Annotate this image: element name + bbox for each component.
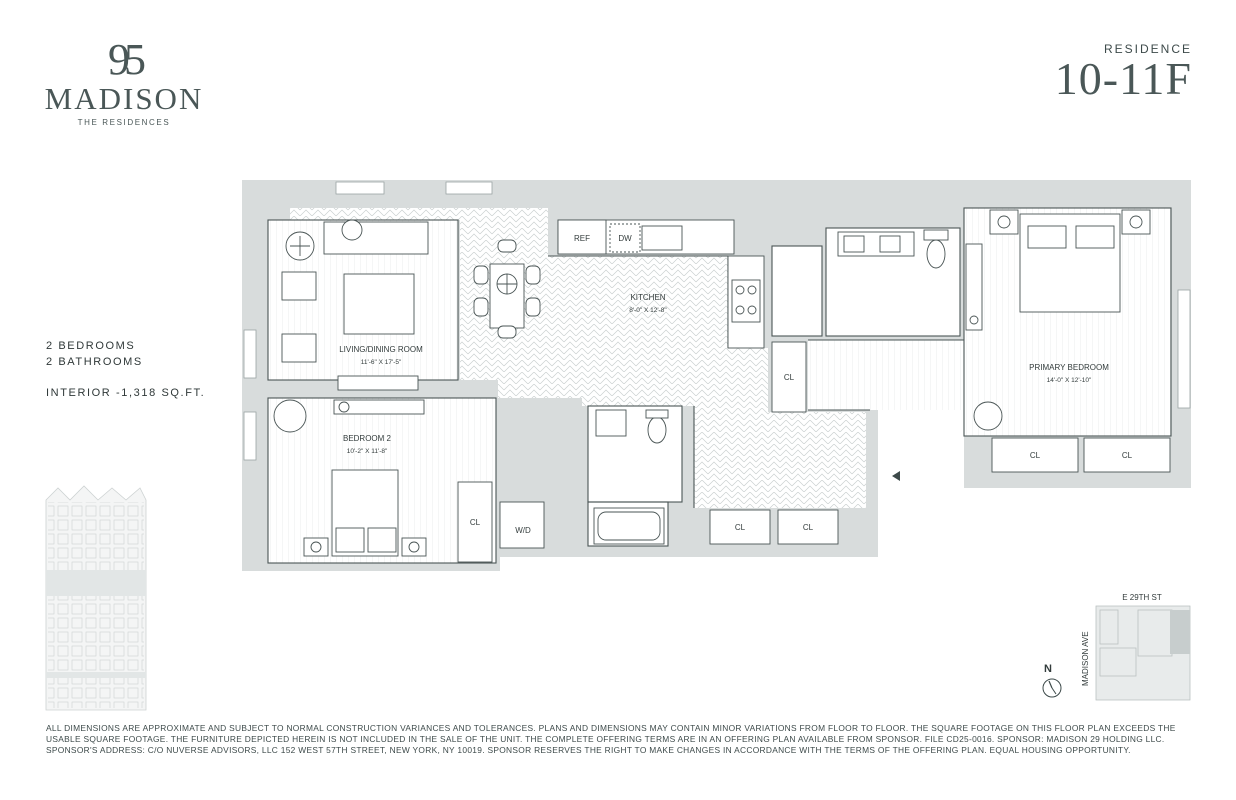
bedroom-2-dims: 10'-2" X 11'-8" — [347, 448, 388, 455]
kitchen-dims: 8'-0" X 12'-8" — [629, 307, 667, 314]
unit-specs: 2 BEDROOMS 2 BATHROOMS INTERIOR -1,318 S… — [46, 338, 205, 401]
floor-plan: LIVING/DINING ROOM 11'-6" X 17'-5" KITCH… — [45, 180, 1191, 711]
dw-label: DW — [618, 234, 632, 243]
closet-label-corridor-2: CL — [803, 523, 814, 532]
bath-fixtures — [499, 229, 949, 549]
north-arrow: N — [1042, 663, 1062, 698]
closet-label-hall: CL — [784, 373, 795, 382]
kitchen-name: KITCHEN — [630, 293, 665, 302]
interior-area: INTERIOR -1,318 SQ.FT. — [46, 387, 206, 399]
entry-arrow-icon — [892, 471, 900, 481]
fixture-labels: REF DW W/D CL CL CL CL CL CL — [470, 234, 1133, 535]
legal-disclaimer: ALL DIMENSIONS ARE APPROXIMATE AND SUBJE… — [46, 723, 1176, 755]
living-room-dims: 11'-6" X 17'-5" — [361, 359, 402, 366]
kitchen-counter — [557, 219, 765, 349]
north-label: N — [1044, 663, 1052, 675]
closets — [457, 341, 1171, 563]
residence-label: RESIDENCE — [1103, 42, 1192, 56]
living-furniture — [281, 219, 541, 391]
wd-label: W/D — [515, 526, 531, 535]
street-label: E 29TH ST — [1122, 593, 1162, 602]
bathroom-count: 2 BATHROOMS — [46, 356, 143, 368]
primary-bedroom-name: PRIMARY BEDROOM — [1029, 363, 1109, 372]
avenue-label: MADISON AVE — [1081, 631, 1090, 686]
building-facade-image — [45, 485, 147, 711]
room-labels: LIVING/DINING ROOM 11'-6" X 17'-5" KITCH… — [339, 293, 1109, 455]
closet-label-primary-1: CL — [1030, 451, 1041, 460]
bedroom-2-name: BEDROOM 2 — [343, 434, 392, 443]
primary-bedroom-furniture — [965, 209, 1151, 431]
logo-name: MADISON — [44, 81, 204, 116]
compass-icon — [1042, 678, 1062, 698]
residence-heading: RESIDENCE 10-11F — [1055, 42, 1192, 102]
primary-bedroom-dims: 14'-0" X 12'-10" — [1047, 377, 1092, 384]
residence-number: 10-11F — [1054, 53, 1192, 104]
living-room-name: LIVING/DINING ROOM — [339, 345, 423, 354]
closet-label-corridor-1: CL — [735, 523, 746, 532]
brand-logo: 95 MADISON THE RESIDENCES — [38, 35, 210, 128]
ref-label: REF — [574, 234, 590, 243]
key-plan: E 29TH ST MADISON AVE — [1081, 593, 1191, 701]
bedroom-count: 2 BEDROOMS — [46, 340, 136, 352]
logo-number: 95 — [108, 35, 146, 84]
bedroom-2-furniture — [273, 399, 427, 557]
logo-subtitle: THE RESIDENCES — [77, 118, 171, 127]
windows — [243, 181, 1191, 461]
closet-label-primary-2: CL — [1122, 451, 1133, 460]
closet-label-bedroom-2: CL — [470, 518, 481, 527]
